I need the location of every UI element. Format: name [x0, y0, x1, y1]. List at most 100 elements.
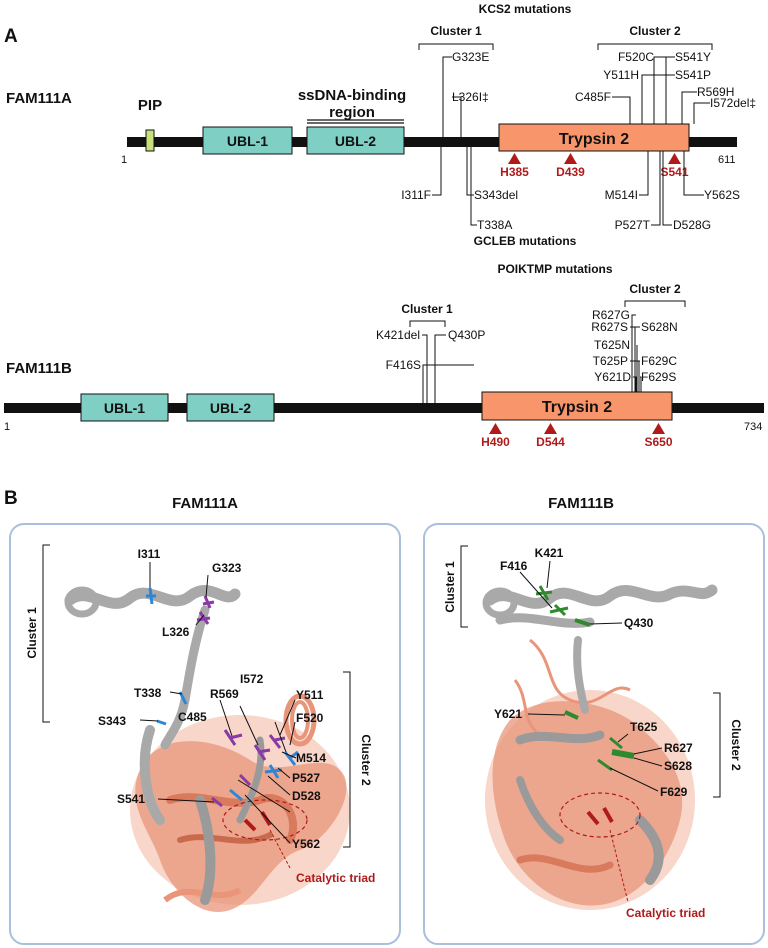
- fam111a-end: 611: [718, 154, 736, 166]
- fam111a-trypsin-box: [498, 123, 690, 152]
- res-f520: F520: [296, 711, 324, 725]
- fam111b-structure-title: FAM111B: [548, 495, 614, 512]
- res-c485: C485: [178, 710, 207, 724]
- res-q430: Q430: [624, 616, 654, 630]
- res-f629: F629: [660, 785, 688, 799]
- fam111b-backbone: [4, 403, 764, 413]
- fam111a-backbone: [127, 137, 737, 147]
- fam111a-cluster2-bracket: [597, 43, 713, 50]
- fam111b-cluster1-label-b: Cluster 1: [443, 561, 457, 613]
- fam111b-name: FAM111B: [6, 360, 72, 377]
- fam111a-cluster1-bracket-b: [42, 544, 50, 723]
- fam111a-structure-title: FAM111A: [172, 495, 238, 512]
- fam111b-ubl1-box: [80, 393, 169, 422]
- mut-k421del: K421del: [376, 328, 420, 342]
- mut-f629s: F629S: [641, 370, 676, 384]
- mut-s541p: S541P: [675, 68, 711, 82]
- fam111b-ubl2-label: UBL-2: [210, 400, 251, 416]
- res-p527: P527: [292, 771, 320, 785]
- mut-y621d: Y621D: [594, 370, 631, 384]
- fam111b-connectors: [422, 314, 642, 403]
- mut-f416s: F416S: [386, 358, 421, 372]
- fam111b-cluster2-bracket: [624, 300, 686, 307]
- fam111a-protease-domain: [130, 693, 350, 912]
- fam111a-cluster1-bracket: [418, 43, 494, 50]
- fam111a-structure-box: [9, 523, 401, 945]
- mut-s628n: S628N: [641, 320, 678, 334]
- fam111a-start: 1: [121, 154, 127, 166]
- fam111b-leader-lines: [519, 560, 663, 792]
- fam111a-diagram: FAM111A KCS2 mutations Cluster 1 Cluster…: [6, 2, 756, 248]
- fam111b-structure-box: [423, 523, 765, 945]
- res-d528: D528: [292, 789, 321, 803]
- mut-q430p: Q430P: [448, 328, 485, 342]
- mut-g323e: G323E: [452, 50, 489, 64]
- res-i311: I311: [138, 547, 161, 561]
- mut-i572del: I572del‡: [710, 96, 756, 110]
- res-k421: K421: [535, 546, 564, 560]
- fam111b-start: 1: [4, 421, 10, 433]
- mut-s541y: S541Y: [675, 50, 711, 64]
- fam111b-site-s650: S650: [644, 435, 672, 449]
- mut-l326i: L326I‡: [452, 90, 489, 104]
- panel-a-label: A: [4, 26, 18, 47]
- mut-r627s: R627S: [591, 320, 628, 334]
- fam111a-cluster1-label-b: Cluster 1: [25, 607, 39, 659]
- fam111a-site-d439-marker: [564, 153, 577, 164]
- fam111a-cluster2-label-b: Cluster 2: [359, 734, 373, 786]
- fam111a-ubl1-box: [202, 126, 293, 155]
- fam111a-site-h385-marker: [508, 153, 521, 164]
- fam111b-cluster2-label-b: Cluster 2: [729, 719, 743, 771]
- fam111b-ubl2-box: [186, 393, 275, 422]
- kcs2-title: KCS2 mutations: [479, 2, 572, 16]
- poiktmp-title: POIKTMP mutations: [497, 262, 612, 276]
- res-r627: R627: [664, 741, 693, 755]
- fam111a-leader-lines: [139, 562, 297, 844]
- gcleb-title: GCLEB mutations: [474, 234, 577, 248]
- mut-s343del: S343del: [474, 188, 518, 202]
- fam111a-catalytic-label: Catalytic triad: [296, 871, 375, 885]
- fam111b-ubl1-label: UBL-1: [104, 400, 145, 416]
- res-t625: T625: [630, 720, 658, 734]
- fam111a-pip-label: PIP: [138, 97, 162, 114]
- mut-t625p: T625P: [593, 354, 628, 368]
- fam111b-cluster2-label: Cluster 2: [629, 282, 681, 296]
- fam111a-pip-box: [145, 129, 155, 152]
- mut-m514i: M514I: [605, 188, 638, 202]
- ssdna-region-line2: region: [329, 104, 375, 121]
- ssdna-region-line1: ssDNA-binding: [298, 87, 406, 104]
- mut-f629c: F629C: [641, 354, 677, 368]
- fam111b-trypsin-label: Trypsin 2: [542, 399, 612, 416]
- res-i572: I572: [240, 672, 264, 686]
- fam111b-trypsin-box: [481, 391, 673, 421]
- fam111b-catalytic-triad: [559, 792, 641, 903]
- mut-d528g: D528G: [673, 218, 711, 232]
- fam111a-site-s541-marker: [668, 153, 681, 164]
- res-g323: G323: [212, 561, 242, 575]
- mut-f520c: F520C: [618, 50, 654, 64]
- mut-t625n: T625N: [594, 338, 630, 352]
- fam111a-site-h385: H385: [500, 165, 529, 179]
- fam111b-site-d544-marker: [544, 423, 557, 434]
- fam111a-ubl2-box: [306, 126, 405, 155]
- fam111a-cluster2-bracket-b: [343, 671, 351, 848]
- res-y511: Y511: [296, 688, 324, 702]
- mut-i311f: I311F: [401, 188, 431, 202]
- fam111a-ubl1-label: UBL-1: [227, 133, 268, 149]
- res-r569: R569: [210, 687, 239, 701]
- mut-r569h: R569H: [697, 85, 734, 99]
- fam111a-ubl2-label: UBL-2: [335, 133, 376, 149]
- mut-y562s: Y562S: [704, 188, 740, 202]
- fam111b-site-s650-marker: [652, 423, 665, 434]
- fam111b-site-h490-marker: [489, 423, 502, 434]
- mut-r627g: R627G: [592, 308, 630, 322]
- fam111a-site-d439: D439: [556, 165, 585, 179]
- res-s343: S343: [98, 714, 126, 728]
- fam111b-end: 734: [744, 421, 762, 433]
- res-t338: T338: [134, 686, 162, 700]
- fam111b-cluster1-label: Cluster 1: [401, 302, 453, 316]
- fam111b-cluster1-bracket-b: [460, 545, 468, 628]
- mut-y511h: Y511H: [603, 68, 639, 82]
- fam111b-site-d544: D544: [536, 435, 565, 449]
- res-f416: F416: [500, 559, 528, 573]
